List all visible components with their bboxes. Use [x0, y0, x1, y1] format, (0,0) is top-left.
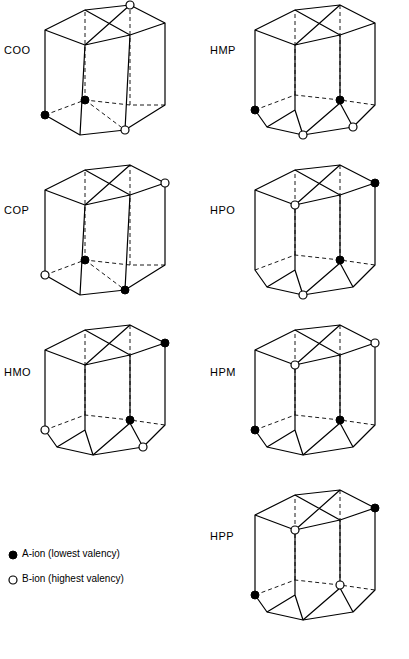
coo-figure	[41, 1, 165, 135]
structure-label: HMO	[4, 366, 31, 378]
structure-label: COO	[4, 44, 31, 56]
hpp-figure	[251, 490, 379, 620]
a-ion-symbol	[9, 551, 17, 559]
cop-figure	[41, 165, 169, 295]
legend-text: A-ion (lowest valency)	[22, 548, 120, 559]
structure-label: HPO	[210, 204, 235, 216]
b-ion-symbol	[9, 576, 17, 584]
hmo-figure	[41, 325, 169, 455]
hpm-figure	[251, 325, 379, 455]
structure-label: HPP	[210, 530, 234, 542]
hpo-figure	[255, 165, 379, 299]
structure-label: HPM	[210, 366, 236, 378]
hmp-figure	[251, 5, 375, 139]
legend-text: B-ion (highest valency)	[22, 573, 124, 584]
structure-label: HMP	[210, 44, 236, 56]
structure-label: COP	[4, 204, 29, 216]
